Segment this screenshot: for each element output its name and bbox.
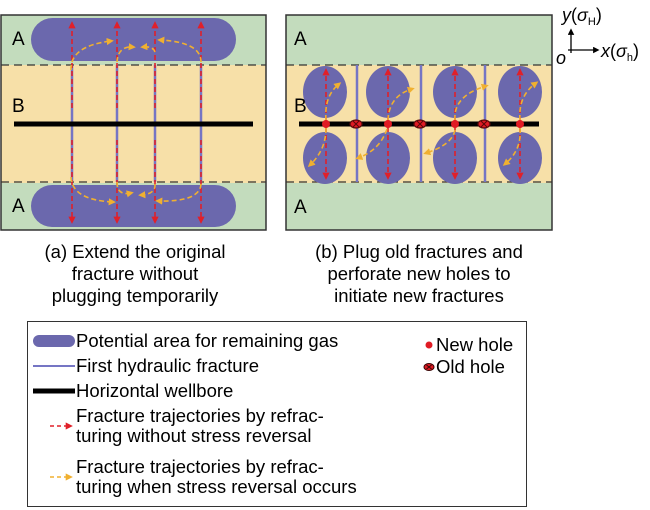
- yellow-trajectory-arrow: [116, 43, 136, 63]
- old-hole-cross: [480, 120, 488, 128]
- caption-line: fracture without: [71, 263, 199, 284]
- legend-item-red-trajectory: Fracture trajectories by refrac- turing …: [32, 406, 324, 446]
- remaining-gas-area-top: [31, 18, 236, 61]
- zone-label-a-top: A: [294, 29, 307, 50]
- panel-b-frame: [285, 14, 553, 231]
- wellbore-line-icon: [33, 388, 75, 394]
- zone-label-a-bottom: A: [294, 197, 307, 218]
- panel-a-frame: [0, 14, 267, 231]
- x-axis-label: x(σh): [600, 41, 639, 64]
- legend-item-wellbore: Horizontal wellbore: [32, 381, 233, 401]
- zone-label-b: B: [294, 96, 307, 117]
- caption-panel-a: (a) Extend the original fracture without…: [0, 241, 270, 307]
- legend-item-yellow-trajectory: Fracture trajectories by refrac- turing …: [32, 457, 357, 497]
- remaining-gas-area-bottom: [31, 185, 236, 227]
- old-hole-marker: [477, 119, 491, 129]
- caption-line: initiate new fractures: [334, 285, 504, 306]
- y-axis-label: y(σH): [560, 5, 602, 28]
- origin-label: o: [556, 48, 566, 68]
- new-hole-marker: [516, 120, 524, 128]
- new-hole-marker: [451, 120, 459, 128]
- zone-a-bottom: [286, 183, 552, 230]
- legend-item-old-hole: Old hole: [422, 357, 505, 377]
- remaining-gas-area-top: [303, 66, 347, 118]
- legend: Potential area for remaining gas First h…: [27, 321, 527, 507]
- panel-b: A B A: [285, 14, 553, 231]
- legend-item-remaining-gas: Potential area for remaining gas: [32, 331, 338, 351]
- yellow-trajectory-arrow: [454, 83, 489, 121]
- zone-label-a-bottom: A: [12, 196, 25, 217]
- old-hole-cross: [416, 120, 424, 128]
- caption-line: (b) Plug old fractures and: [315, 241, 523, 262]
- legend-item-first-fracture: First hydraulic fracture: [32, 356, 259, 376]
- yellow-dashed-arrow-icon: [50, 473, 73, 481]
- zone-label-b: B: [12, 96, 25, 117]
- new-hole-dot-icon: [425, 341, 433, 349]
- refracturing-diagram: A B A A B A y(σH) x(σh) o: [0, 5, 639, 231]
- first-fracture-line-icon: [33, 365, 75, 367]
- old-hole-marker-icon: [423, 363, 435, 371]
- legend-item-new-hole: New hole: [422, 335, 513, 355]
- yellow-trajectory-arrow: [157, 36, 202, 63]
- yellow-trajectory-arrow: [502, 127, 522, 166]
- caption-line: (a) Extend the original: [44, 241, 226, 262]
- yellow-trajectory-arrow: [387, 86, 415, 121]
- yellow-trajectory-arrow: [138, 183, 156, 199]
- yellow-trajectory-arrow: [140, 42, 156, 53]
- remaining-gas-area-bottom: [498, 132, 542, 184]
- caption-line: perforate new holes to: [327, 263, 511, 284]
- zone-label-a-top: A: [12, 29, 25, 50]
- remaining-gas-area-bottom: [303, 132, 347, 184]
- old-hole-marker: [349, 119, 363, 129]
- old-hole-cross: [352, 120, 360, 128]
- stress-axes: y(σH) x(σh) o: [556, 5, 639, 68]
- zone-a-top: [286, 15, 552, 65]
- yellow-trajectory-arrow: [70, 37, 114, 71]
- caption-panel-b: (b) Plug old fractures and perforate new…: [282, 241, 556, 307]
- yellow-trajectory-arrow: [355, 128, 388, 160]
- panel-a: A B A: [0, 14, 267, 231]
- old-hole-marker: [413, 119, 427, 129]
- yellow-trajectory-arrow: [423, 129, 456, 156]
- caption-line: plugging temporarily: [51, 285, 219, 306]
- remaining-gas-swatch-icon: [33, 335, 75, 347]
- yellow-trajectory-arrow: [116, 181, 134, 198]
- new-hole-marker: [384, 120, 392, 128]
- yellow-trajectory-arrow: [155, 183, 202, 205]
- yellow-trajectory-arrow: [324, 82, 342, 121]
- yellow-trajectory-arrow: [307, 127, 327, 167]
- yellow-trajectory-arrow: [519, 81, 539, 121]
- yellow-trajectory-arrow: [70, 176, 116, 206]
- red-dashed-arrow-icon: [50, 422, 73, 430]
- new-hole-marker: [322, 120, 330, 128]
